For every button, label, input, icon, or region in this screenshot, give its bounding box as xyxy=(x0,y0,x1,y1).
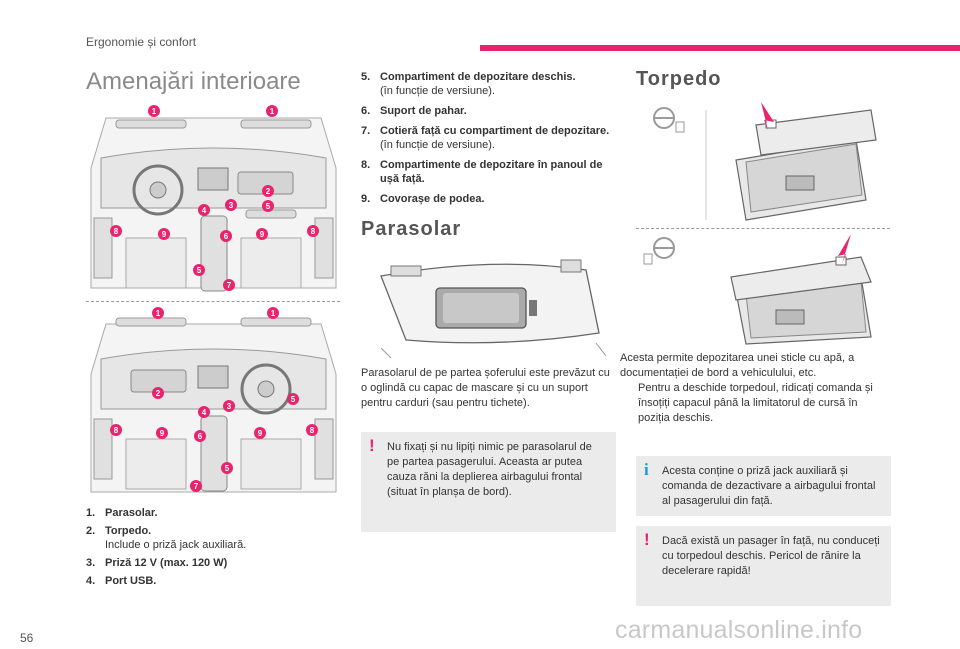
callout-8: 8 xyxy=(311,227,316,236)
callout-9: 9 xyxy=(260,230,265,239)
callout-3: 3 xyxy=(227,402,232,411)
list-item: 2. Torpedo. Include o priză jack auxilia… xyxy=(86,525,247,551)
callout-5: 5 xyxy=(266,202,271,211)
callout-8: 8 xyxy=(114,426,119,435)
list-item: 8. Compartimente de depozitare în panoul… xyxy=(361,159,603,185)
callout-2: 2 xyxy=(156,389,161,398)
glovebox-divider xyxy=(636,228,890,229)
callout-9: 9 xyxy=(160,429,165,438)
warning-icon: ! xyxy=(644,530,650,549)
steering-wheel-icon xyxy=(643,237,675,265)
watermark: carmanualsonline.info xyxy=(615,616,863,644)
sunvisor-warning-box: ! Nu fixați și nu lipiți nimic pe paraso… xyxy=(361,432,616,532)
callout-3: 3 xyxy=(229,201,234,210)
callout-5: 5 xyxy=(197,266,202,275)
callout-5: 5 xyxy=(225,464,230,473)
glovebox-description: Acesta permite depozitarea unei sticle c… xyxy=(620,352,855,379)
callout-1: 1 xyxy=(156,309,161,318)
glovebox-illustration-rhd xyxy=(643,234,872,345)
callout-8: 8 xyxy=(114,227,119,236)
callout-7: 7 xyxy=(227,281,232,290)
section-title-sunvisor: Parasolar xyxy=(361,218,462,240)
list-item: 6. Suport de pahar. xyxy=(361,105,467,117)
interior-list-part2: 5. Compartiment de depozitare deschis. (… xyxy=(361,70,616,210)
checkbox-bullet-icon xyxy=(620,381,638,426)
list-item: 7. Cotieră față cu compartiment de depoz… xyxy=(361,125,610,151)
interior-diagram-rhd: 1 1 2 3 4 5 8 9 6 9 8 5 7 xyxy=(90,307,337,493)
interior-diagram-lhd: 1 1 2 3 4 5 8 9 6 9 8 5 7 xyxy=(86,98,341,296)
info-icon: i xyxy=(644,460,649,479)
callout-1: 1 xyxy=(152,107,157,116)
list-item: 5. Compartiment de depozitare deschis. (… xyxy=(361,71,576,97)
callout-5: 5 xyxy=(291,395,296,404)
list-item: 3. Priză 12 V (max. 120 W) xyxy=(86,557,228,569)
interior-list-part1: 1. Parasolar. 2. Torpedo. Include o priz… xyxy=(86,506,341,592)
list-item: 9. Covorașe de podea. xyxy=(361,193,485,205)
glovebox-info-box: i Acesta conține o priză jack auxiliară … xyxy=(636,456,891,516)
callout-1: 1 xyxy=(271,309,276,318)
callout-4: 4 xyxy=(202,408,207,417)
section-title-glovebox: Torpedo xyxy=(636,68,722,90)
warning-icon: ! xyxy=(369,436,375,455)
callout-9: 9 xyxy=(258,429,263,438)
callout-4: 4 xyxy=(202,206,207,215)
list-item: 1. Parasolar. xyxy=(86,507,158,519)
callout-9: 9 xyxy=(162,230,167,239)
diagram-divider xyxy=(86,301,340,302)
callout-6: 6 xyxy=(224,232,229,241)
sunvisor-illustration xyxy=(380,259,607,358)
callout-2: 2 xyxy=(266,187,271,196)
header-accent-bar xyxy=(480,45,960,51)
page-number: 56 xyxy=(20,631,34,645)
callout-1: 1 xyxy=(270,107,275,116)
glovebox-warning-box: ! Dacă există un pasager în față, nu con… xyxy=(636,526,891,606)
sunvisor-description: Parasolarul de pe partea șoferului este … xyxy=(361,367,610,409)
section-title-interior: Amenajări interioare xyxy=(86,68,301,95)
running-header: Ergonomie și confort xyxy=(86,35,197,49)
callout-7: 7 xyxy=(194,482,199,491)
glovebox-illustration-lhd xyxy=(653,102,877,221)
callout-6: 6 xyxy=(198,432,203,441)
steering-wheel-icon xyxy=(653,107,685,133)
list-item: 4. Port USB. xyxy=(86,575,157,587)
glovebox-bullet: Pentru a deschide torpedoul, ridicați co… xyxy=(620,381,892,426)
callout-8: 8 xyxy=(310,426,315,435)
